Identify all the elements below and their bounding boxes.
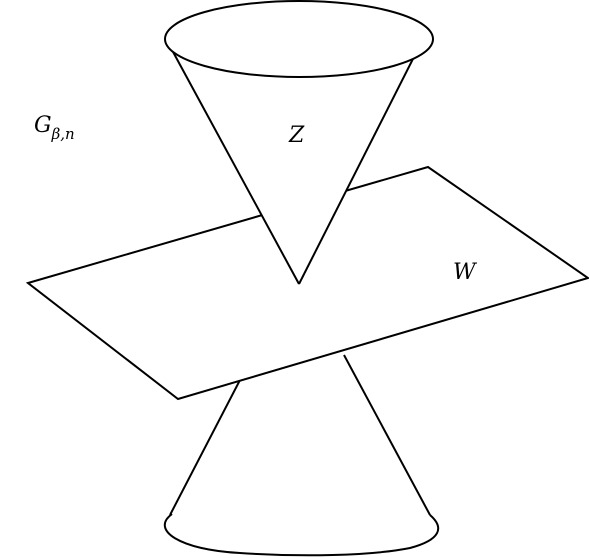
group-label: Gβ,n xyxy=(34,113,75,143)
upper-cone xyxy=(164,0,434,285)
cone-label: Z xyxy=(288,123,305,148)
upper-cone-left-side xyxy=(171,49,300,285)
upper-cone-body xyxy=(172,45,420,284)
group-label-subscript: β,n xyxy=(51,125,75,143)
lower-cone-right-side xyxy=(343,354,431,516)
upper-cone-right-side xyxy=(298,44,421,285)
plane-label: W xyxy=(453,260,478,285)
lower-cone-base-ellipse xyxy=(163,513,440,557)
upper-cone-top-ellipse xyxy=(164,0,434,78)
group-label-main: G xyxy=(34,113,52,138)
lower-cone-left-side xyxy=(169,379,241,516)
lower-cone xyxy=(163,354,440,557)
